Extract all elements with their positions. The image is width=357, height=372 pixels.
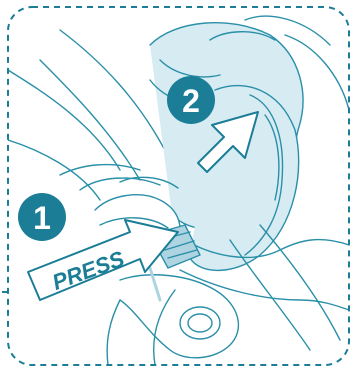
- step-2-number: 2: [182, 83, 200, 119]
- hands-and-device-drawing: [8, 16, 349, 365]
- step-1-badge: 1: [18, 193, 66, 241]
- bracket-hole: [180, 307, 220, 339]
- step-2-badge: 2: [167, 76, 215, 124]
- step-1-number: 1: [33, 200, 51, 236]
